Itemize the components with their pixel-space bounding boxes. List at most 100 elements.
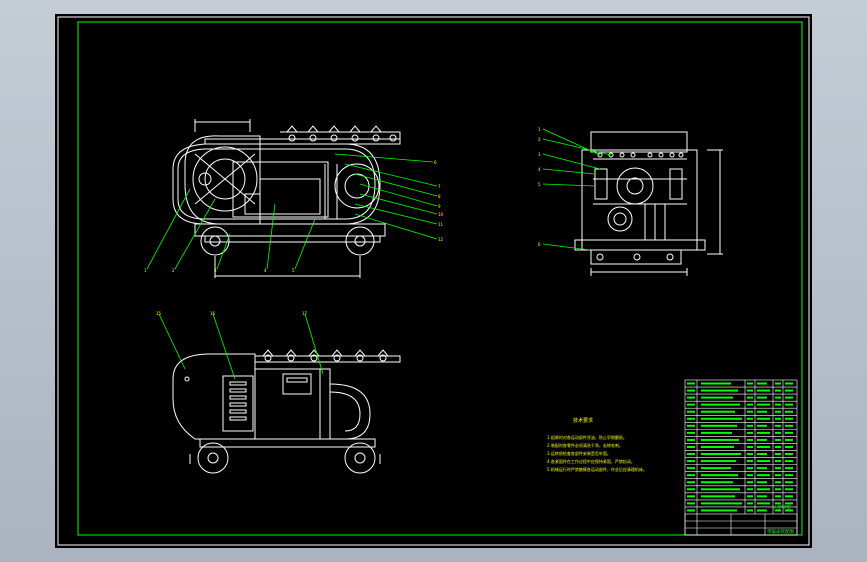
bom-cell-mark [701,502,742,505]
bom-cell-mark [747,431,753,434]
bom-cell-mark [757,467,767,470]
bom-cell-mark [701,445,734,448]
bom-cell-mark [687,410,695,413]
bom-cell-mark [775,481,781,484]
bom-cell-mark [757,460,770,463]
svg-text:1: 1 [144,268,147,273]
bom-cell-mark [785,445,793,448]
bom-cell-mark [687,396,695,399]
bom-cell-mark [775,474,781,477]
bom-cell-mark [747,488,753,491]
bom-cell-mark [747,445,753,448]
bom-cell-mark [701,431,732,434]
bom-cell-mark [747,460,753,463]
bom-cell-mark [701,495,735,498]
bom-cell-mark [701,438,739,441]
title-block-text: 大学学院 带锯床装配图 [767,504,794,535]
bom-cell-mark [757,509,767,512]
bom-cell-mark [747,396,753,399]
technical-notes: 技术要求 1.组装时对各运动部件涂油，防止早期磨损。 2.装配时各零件必须清洗干… [547,417,647,472]
top-view-callouts: 1 2 3 4 5 6 [538,127,541,247]
bill-of-materials-table [684,379,798,536]
bom-cell-mark [775,445,781,448]
svg-text:17: 17 [302,311,308,316]
bom-cell-mark [747,382,753,385]
bom-cell-mark [775,509,781,512]
bom-cell-mark [757,502,770,505]
title-block-drawing-name: 带锯床装配图 [767,528,794,535]
bom-cell-mark [687,438,695,441]
bom-cell-mark [757,403,770,406]
bom-cell-mark [785,389,793,392]
bom-cell-mark [747,481,753,484]
bom-cell-mark [747,453,753,456]
bom-cell-mark [757,431,770,434]
bom-cell-mark [701,509,737,512]
bom-cell-mark [775,438,781,441]
bom-cell-mark [785,417,793,420]
svg-text:3: 3 [214,268,217,273]
svg-text:1: 1 [538,127,541,132]
top-view-leaders [542,128,612,251]
svg-text:4: 4 [264,268,267,273]
bom-cell-mark [785,481,793,484]
bom-cell-mark [775,488,781,491]
bom-cell-mark [757,445,770,448]
bom-cell-mark [747,410,753,413]
bom-cell-mark [785,431,793,434]
bom-cell-mark [775,502,781,505]
bom-cell-mark [785,403,793,406]
bom-cell-mark [785,453,793,456]
bom-cell-mark [687,445,695,448]
note-line-5: 5.机械运行时严禁触摸各运动部件，作业后应清理机床。 [547,466,647,472]
svg-text:16: 16 [210,311,216,316]
title-block-school: 大学学院 [773,504,791,511]
drawing-canvas: 1 2 3 4 5 6 7 8 9 10 11 12 [57,16,810,546]
bom-cell-mark [687,467,695,470]
bom-cell-mark [775,382,781,385]
svg-text:2: 2 [538,137,541,142]
svg-text:3: 3 [538,152,541,157]
bom-cell-mark [775,467,781,470]
bom-cell-mark [687,431,695,434]
bom-cell-mark [757,410,767,413]
bom-cell-mark [687,417,695,420]
exterior-view-callouts: 15 16 17 [156,311,308,316]
bom-cell-mark [701,460,736,463]
bom-cell-mark [747,438,753,441]
saw-machine-side-view-drawing [172,119,401,278]
bom-cell-mark [747,502,753,505]
svg-text:6: 6 [434,160,437,165]
bom-cell-mark [747,389,753,392]
bom-cell-mark [785,424,793,427]
bom-cell-mark [757,438,767,441]
svg-text:9: 9 [438,204,441,209]
bom-cell-mark [701,403,740,406]
notes-title: 技术要求 [573,417,593,424]
bom-cell-mark [757,495,767,498]
bom-cell-mark [701,467,731,470]
bom-cell-mark [757,396,767,399]
svg-text:7: 7 [438,184,441,189]
bom-cell-mark [775,431,781,434]
bom-cell-mark [701,481,733,484]
bom-cell-mark [785,438,793,441]
svg-text:11: 11 [438,222,444,227]
bom-cell-mark [747,424,753,427]
bom-text-marks [687,382,793,512]
bom-cell-mark [757,488,770,491]
bom-cell-mark [701,453,741,456]
bom-cell-mark [785,382,793,385]
bom-cell-mark [757,417,770,420]
side-view-callouts: 1 2 3 4 5 6 7 8 9 10 11 12 [144,160,444,273]
bom-cell-mark [775,396,781,399]
bom-cell-mark [757,474,770,477]
bom-cell-mark [687,453,695,456]
saw-machine-top-view-drawing [574,131,723,276]
bom-cell-mark [757,481,767,484]
svg-text:12: 12 [438,237,444,242]
svg-text:6: 6 [538,242,541,247]
note-line-2: 2.装配时各零件必须清洗干净，去除毛刺。 [547,442,623,448]
bom-cell-mark [757,389,770,392]
svg-text:4: 4 [538,167,541,172]
